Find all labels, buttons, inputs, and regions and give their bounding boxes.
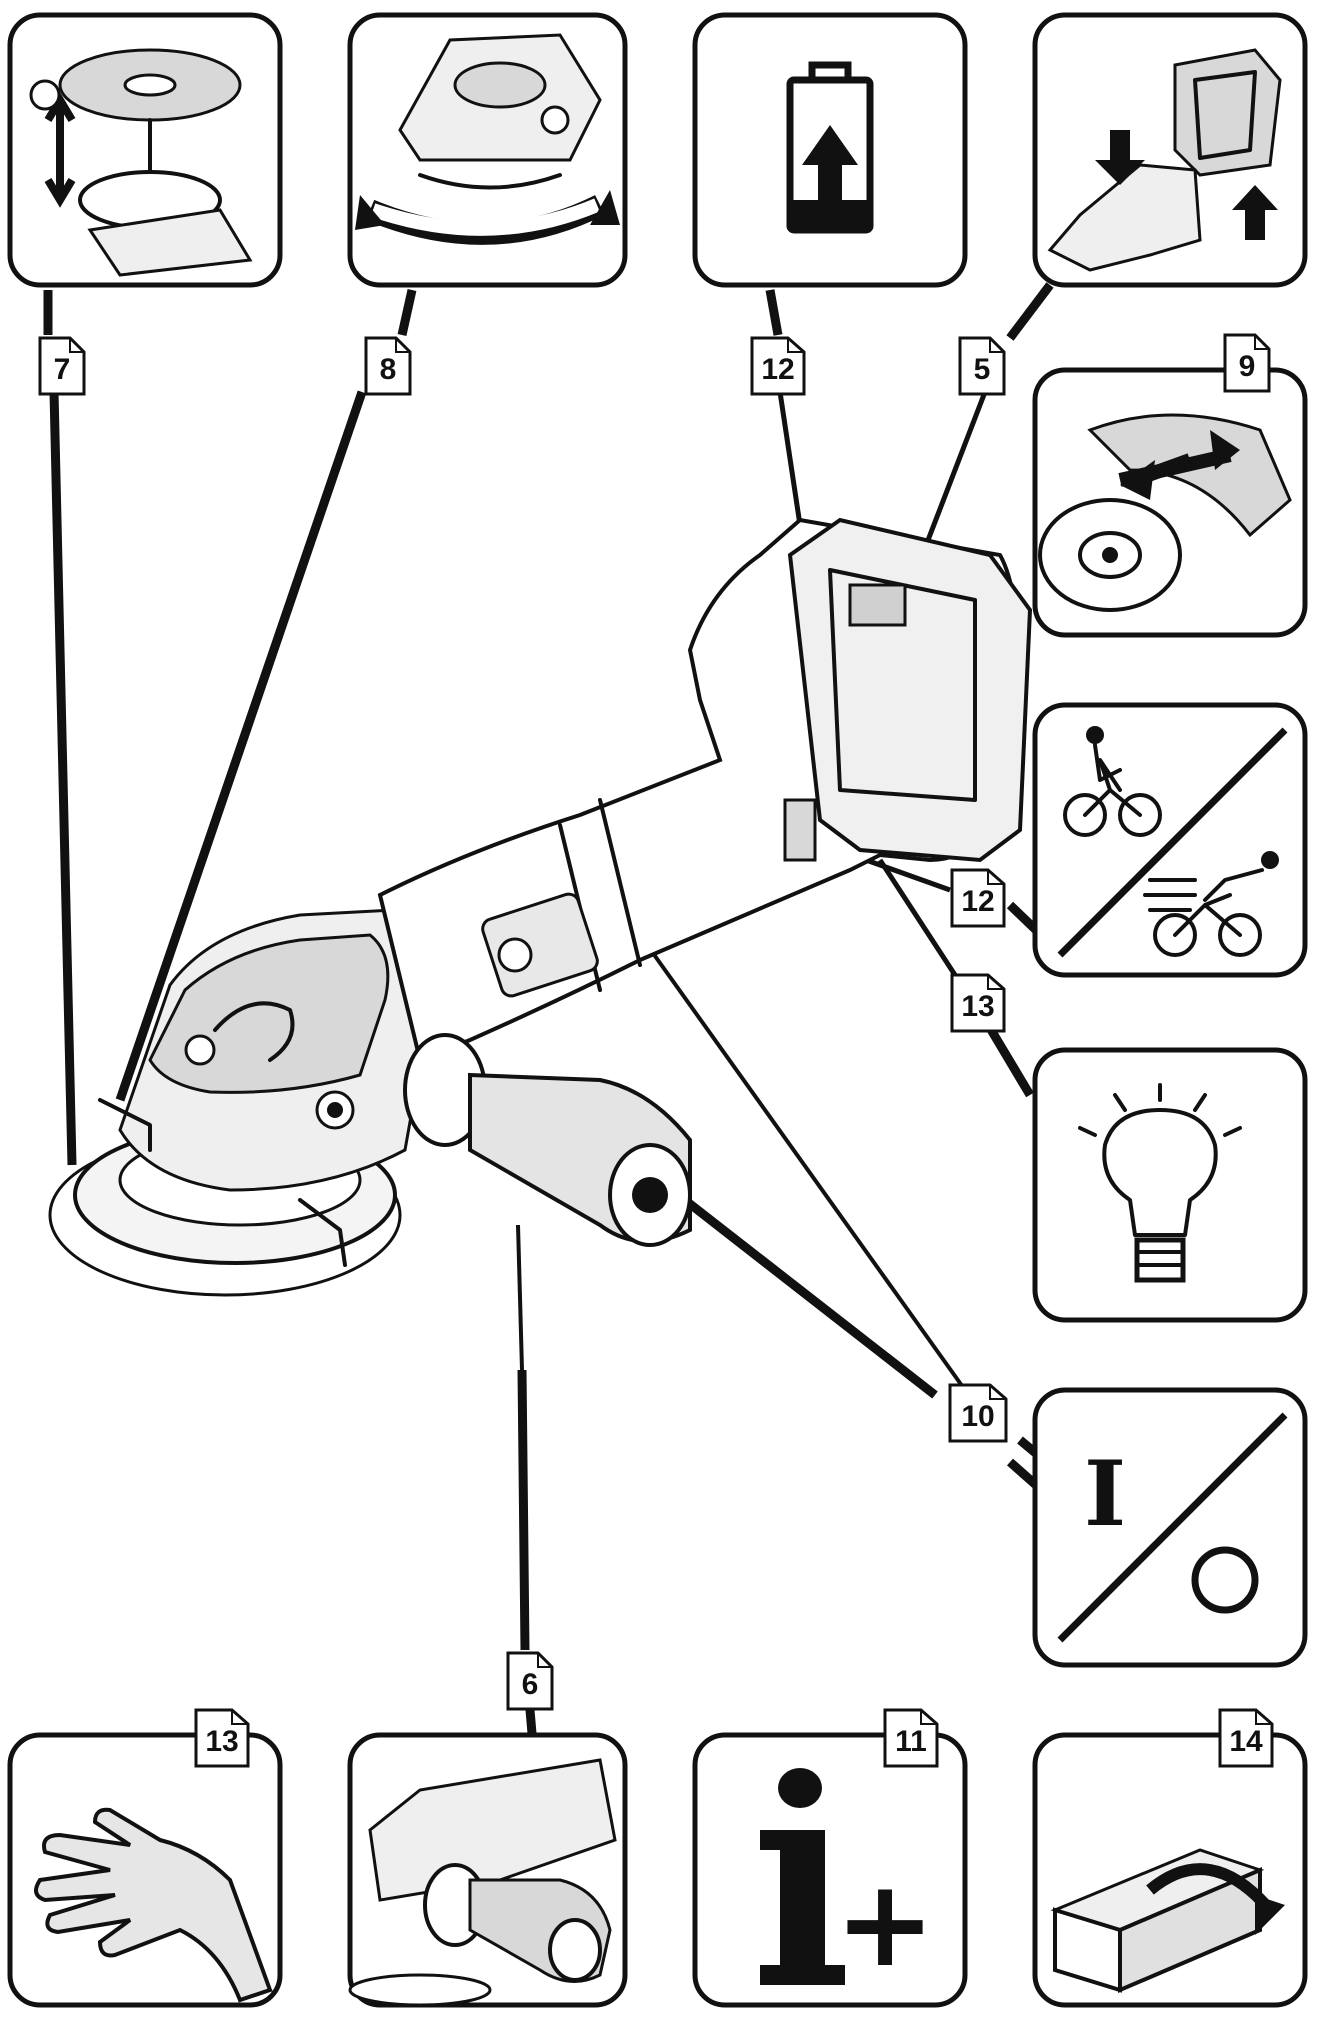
leader-12-side-b — [1006, 901, 1040, 934]
angle-grinder-illustration — [48, 517, 1033, 1297]
callout-tag-11: 11 — [883, 1708, 939, 1768]
callout-tag-12-side: 12 — [950, 868, 1006, 928]
leader-8 — [397, 289, 417, 336]
panel-battery-insert — [1032, 12, 1308, 288]
callout-label: 9 — [1239, 350, 1256, 383]
callout-tags: 7 8 12 5 9 12 13 — [38, 333, 1274, 1768]
leader-6b — [517, 1369, 530, 1651]
panel-disc-mounting — [7, 12, 283, 288]
on-off-icon: I — [1057, 1412, 1288, 1643]
panel-side-handle — [347, 1732, 628, 2008]
leader-5 — [1006, 282, 1054, 341]
panel-hand-vibration — [7, 1732, 283, 2008]
callout-label: 13 — [205, 1725, 238, 1758]
callout-tag-7: 7 — [38, 336, 86, 396]
leader-6 — [516, 1224, 524, 1371]
callout-label: 12 — [761, 353, 794, 386]
callout-tag-8: 8 — [364, 336, 412, 396]
callout-tag-6: 6 — [506, 1651, 554, 1711]
callout-label: 6 — [522, 1668, 539, 1701]
callout-label: 14 — [1229, 1725, 1263, 1758]
panel-work-light — [1032, 1047, 1308, 1323]
callout-tag-14: 14 — [1218, 1708, 1274, 1768]
leader-13-side — [877, 858, 958, 977]
leader-12-top-b — [777, 391, 803, 526]
callout-label: 5 — [974, 353, 991, 386]
leader-13-side-b — [986, 1025, 1034, 1098]
callout-tag-13-side: 13 — [950, 973, 1006, 1033]
leader-8b — [115, 390, 367, 1102]
callout-label: 8 — [380, 353, 397, 386]
callout-tag-12-top: 12 — [750, 336, 806, 396]
leader-10a — [638, 933, 967, 1392]
callout-label: 10 — [961, 1400, 994, 1433]
panel-speed-selector — [1032, 702, 1308, 978]
guard-adjust-icon — [1038, 413, 1292, 612]
panel-guard-rotation — [347, 12, 628, 288]
speed-selector-icon — [1057, 726, 1288, 958]
leader-7b — [49, 391, 77, 1166]
panel-information: + — [692, 1732, 968, 2008]
battery-pack — [787, 517, 1033, 863]
battery-charge-icon — [786, 61, 874, 234]
disc-mounting-icon — [29, 48, 253, 277]
panel-battery-charge — [692, 12, 968, 288]
callout-tag-9: 9 — [1223, 333, 1271, 393]
hand-vibration-icon — [34, 1807, 273, 2003]
guard-rotation-icon — [355, 33, 620, 245]
callout-tag-10: 10 — [948, 1383, 1008, 1443]
callout-label: 12 — [961, 885, 994, 918]
packaging-icon — [1050, 1848, 1285, 1994]
panel-guard-adjust — [1032, 367, 1308, 638]
callout-label: 7 — [54, 353, 71, 386]
information-icon: + — [760, 1768, 935, 1994]
callout-label: 11 — [895, 1725, 927, 1758]
battery-insert-icon — [1047, 48, 1282, 272]
side-handle-icon — [348, 1758, 617, 2007]
callout-tag-13-bottom: 13 — [194, 1708, 250, 1768]
leader-10d — [1007, 1458, 1039, 1489]
leader-5b — [922, 391, 988, 549]
callout-tag-5: 5 — [958, 336, 1006, 396]
leader-lines — [43, 282, 1054, 1746]
callout-label: 13 — [961, 990, 994, 1023]
info-plus-symbol: + — [835, 1855, 936, 1994]
panel-packaging — [1032, 1732, 1308, 2008]
panel-on-off: I — [1032, 1387, 1308, 1668]
work-light-icon — [1078, 1083, 1242, 1283]
switch-on-symbol: I — [1084, 1441, 1126, 1547]
leader-12-top — [765, 289, 783, 336]
